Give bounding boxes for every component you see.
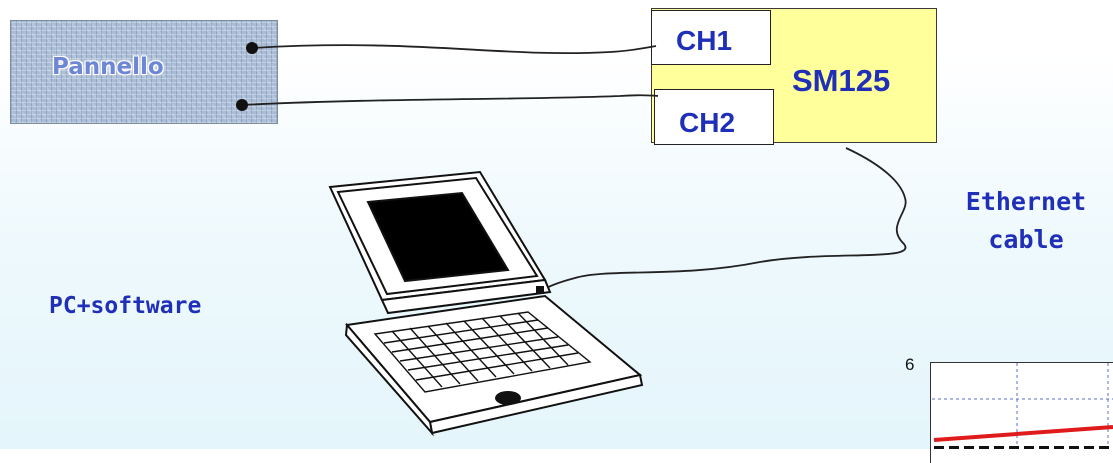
ethernet-label-line1: Ethernet [965, 187, 1087, 216]
ethernet-port [536, 286, 544, 294]
keyboard [373, 311, 592, 393]
panel-block [10, 20, 278, 124]
channel-2-box: CH2 [654, 89, 774, 145]
mini-chart [930, 362, 1113, 463]
ethernet-cable-label: Ethernet cable [946, 183, 1106, 259]
channel-1-box: CH1 [651, 10, 771, 65]
laptop-icon [328, 170, 644, 437]
pc-label: PC+software [49, 293, 202, 319]
wire-ch2 [241, 94, 659, 106]
trackpad [495, 391, 521, 405]
diagram-canvas: Pannello CH1 CH2 SM125 Ethernet cable PC… [10, 8, 1113, 463]
terminal-dot-1 [246, 42, 258, 54]
terminal-dot-2 [236, 99, 248, 111]
ethernet-cable [539, 147, 907, 293]
mini-chart-y-tick: 6 [905, 355, 915, 374]
mini-chart-lines [932, 363, 1113, 449]
panel-label: Pannello [52, 54, 164, 80]
diagram-drawing [236, 42, 1113, 449]
wire-ch1 [251, 44, 657, 55]
ethernet-label-line2: cable [988, 225, 1064, 254]
device-label: SM125 [792, 63, 891, 98]
mini-chart-series-red [933, 425, 1113, 442]
